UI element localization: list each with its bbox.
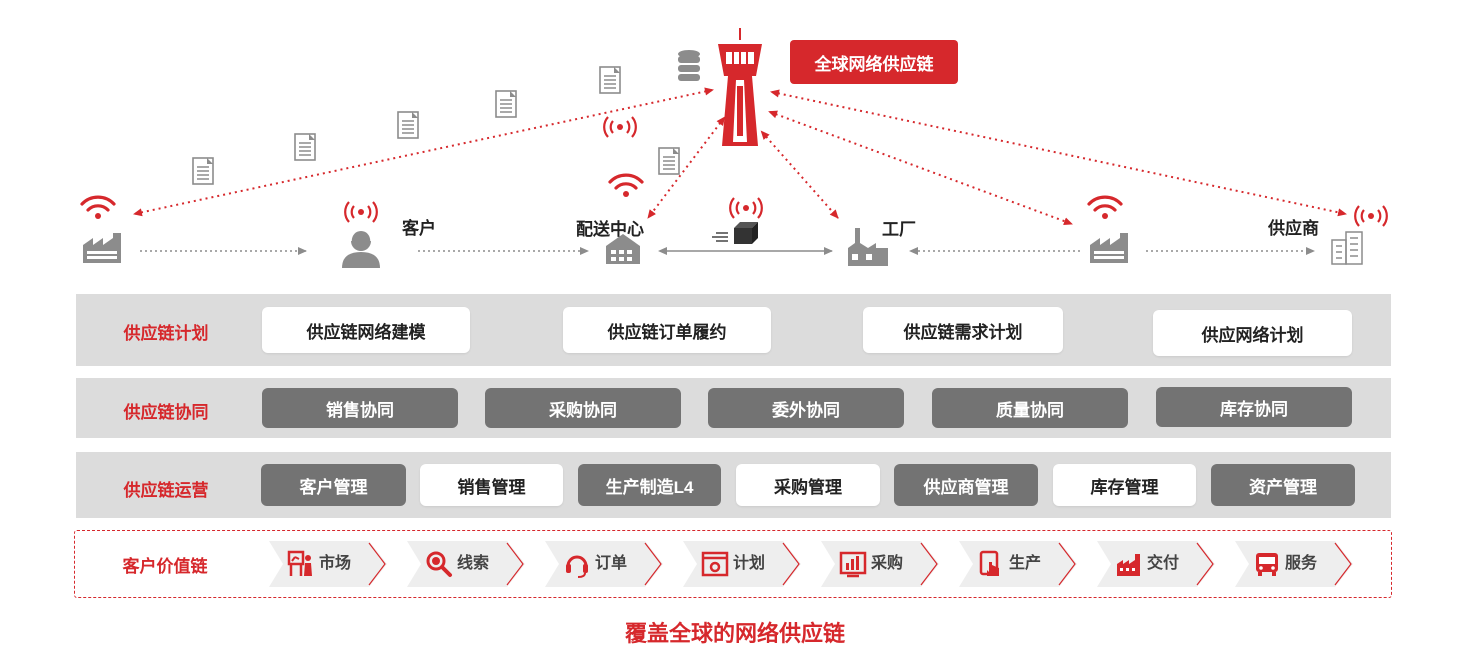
radio-signal-icon (603, 115, 637, 139)
document-icon (658, 147, 680, 175)
headset-icon (566, 555, 588, 578)
value-chain-step-production: 生产 (959, 541, 1079, 587)
document-icon (599, 66, 621, 94)
document-icon (192, 157, 214, 185)
network-diagram (80, 28, 1388, 268)
bar-chart-icon (839, 551, 867, 578)
ops-item: 客户管理 (261, 464, 406, 506)
value-chain-step-plan: 计划 (683, 541, 803, 587)
step-label: 线索 (457, 555, 490, 572)
factory-icon (1117, 554, 1140, 576)
document-icon (397, 111, 419, 139)
ops-item: 资产管理 (1211, 464, 1355, 506)
factory-icon (1090, 233, 1128, 263)
collab-item: 采购协同 (485, 388, 681, 428)
plan-item: 供应网络计划 (1153, 310, 1352, 356)
wifi-icon (608, 173, 644, 199)
band-label: 供应链运营 (123, 481, 209, 500)
ops-item: 库存管理 (1053, 464, 1196, 506)
radio-signal-icon (1354, 204, 1388, 228)
step-label: 生产 (1009, 555, 1042, 572)
building-icon (1331, 231, 1363, 265)
step-label: 采购 (871, 555, 904, 572)
presentation-icon (287, 550, 312, 576)
band-operations: 供应链运营 客户管理 销售管理 生产制造L4 采购管理 供应商管理 库存管理 资… (76, 452, 1391, 518)
document-icon (294, 133, 316, 161)
caption: 覆盖全球的网络供应链 (624, 621, 845, 646)
node-label-customer: 客户 (402, 219, 436, 238)
ops-item: 供应商管理 (894, 464, 1038, 506)
value-chain-step-leads: 线索 (407, 541, 527, 587)
plan-item: 供应链需求计划 (863, 307, 1063, 353)
touch-device-icon (979, 550, 999, 576)
radio-signal-icon (344, 200, 378, 224)
value-chain-step-delivery: 交付 (1097, 541, 1217, 587)
value-chain-step-purchase: 采购 (821, 541, 941, 587)
step-label: 计划 (733, 555, 766, 572)
step-label: 市场 (319, 555, 352, 572)
band-label: 供应链计划 (123, 324, 209, 343)
global-network-tag: 全球网络供应链 (790, 40, 958, 84)
magnifier-icon (426, 551, 452, 577)
value-chain: 客户价值链 市场 线索 订单 (74, 530, 1392, 598)
collab-item: 销售协同 (262, 388, 458, 428)
value-chain-step-order: 订单 (545, 541, 665, 587)
wifi-icon (80, 195, 116, 221)
browser-gear-icon (701, 551, 729, 577)
wifi-icon (1087, 195, 1123, 221)
radio-signal-icon (729, 196, 763, 220)
value-chain-step-market: 市场 (269, 541, 389, 587)
ops-item: 采购管理 (736, 464, 880, 506)
control-tower-icon (718, 28, 762, 146)
band-label: 供应链协同 (123, 403, 209, 422)
node-label-distribution: 配送中心 (576, 220, 644, 239)
customer-service-icon (342, 229, 380, 268)
ops-item: 生产制造L4 (578, 464, 721, 506)
package-icon (712, 222, 758, 244)
factory-icon (848, 228, 888, 266)
node-label-supplier: 供应商 (1268, 219, 1319, 238)
step-label: 服务 (1285, 555, 1318, 572)
band-collaboration: 供应链协同 销售协同 采购协同 委外协同 质量协同 库存协同 (76, 378, 1391, 438)
plan-item: 供应链订单履约 (563, 307, 771, 353)
value-chain-label: 客户价值链 (122, 556, 208, 576)
ops-item: 销售管理 (420, 464, 563, 506)
collab-item: 库存协同 (1156, 387, 1352, 427)
band-plan: 供应链计划 供应链网络建模 供应链订单履约 供应链需求计划 供应网络计划 (76, 294, 1391, 366)
warehouse-icon (606, 234, 640, 264)
collab-item: 质量协同 (932, 388, 1128, 428)
node-label-factory: 工厂 (882, 220, 916, 239)
collab-item: 委外协同 (708, 388, 904, 428)
factory-icon (83, 233, 121, 263)
value-chain-step-service: 服务 (1235, 541, 1355, 587)
step-label: 订单 (595, 555, 628, 572)
bus-icon (1256, 553, 1278, 576)
tower-links (133, 87, 1347, 225)
step-label: 交付 (1147, 555, 1180, 572)
database-icon (678, 50, 700, 81)
document-icon (495, 90, 517, 118)
plan-item: 供应链网络建模 (262, 307, 470, 353)
